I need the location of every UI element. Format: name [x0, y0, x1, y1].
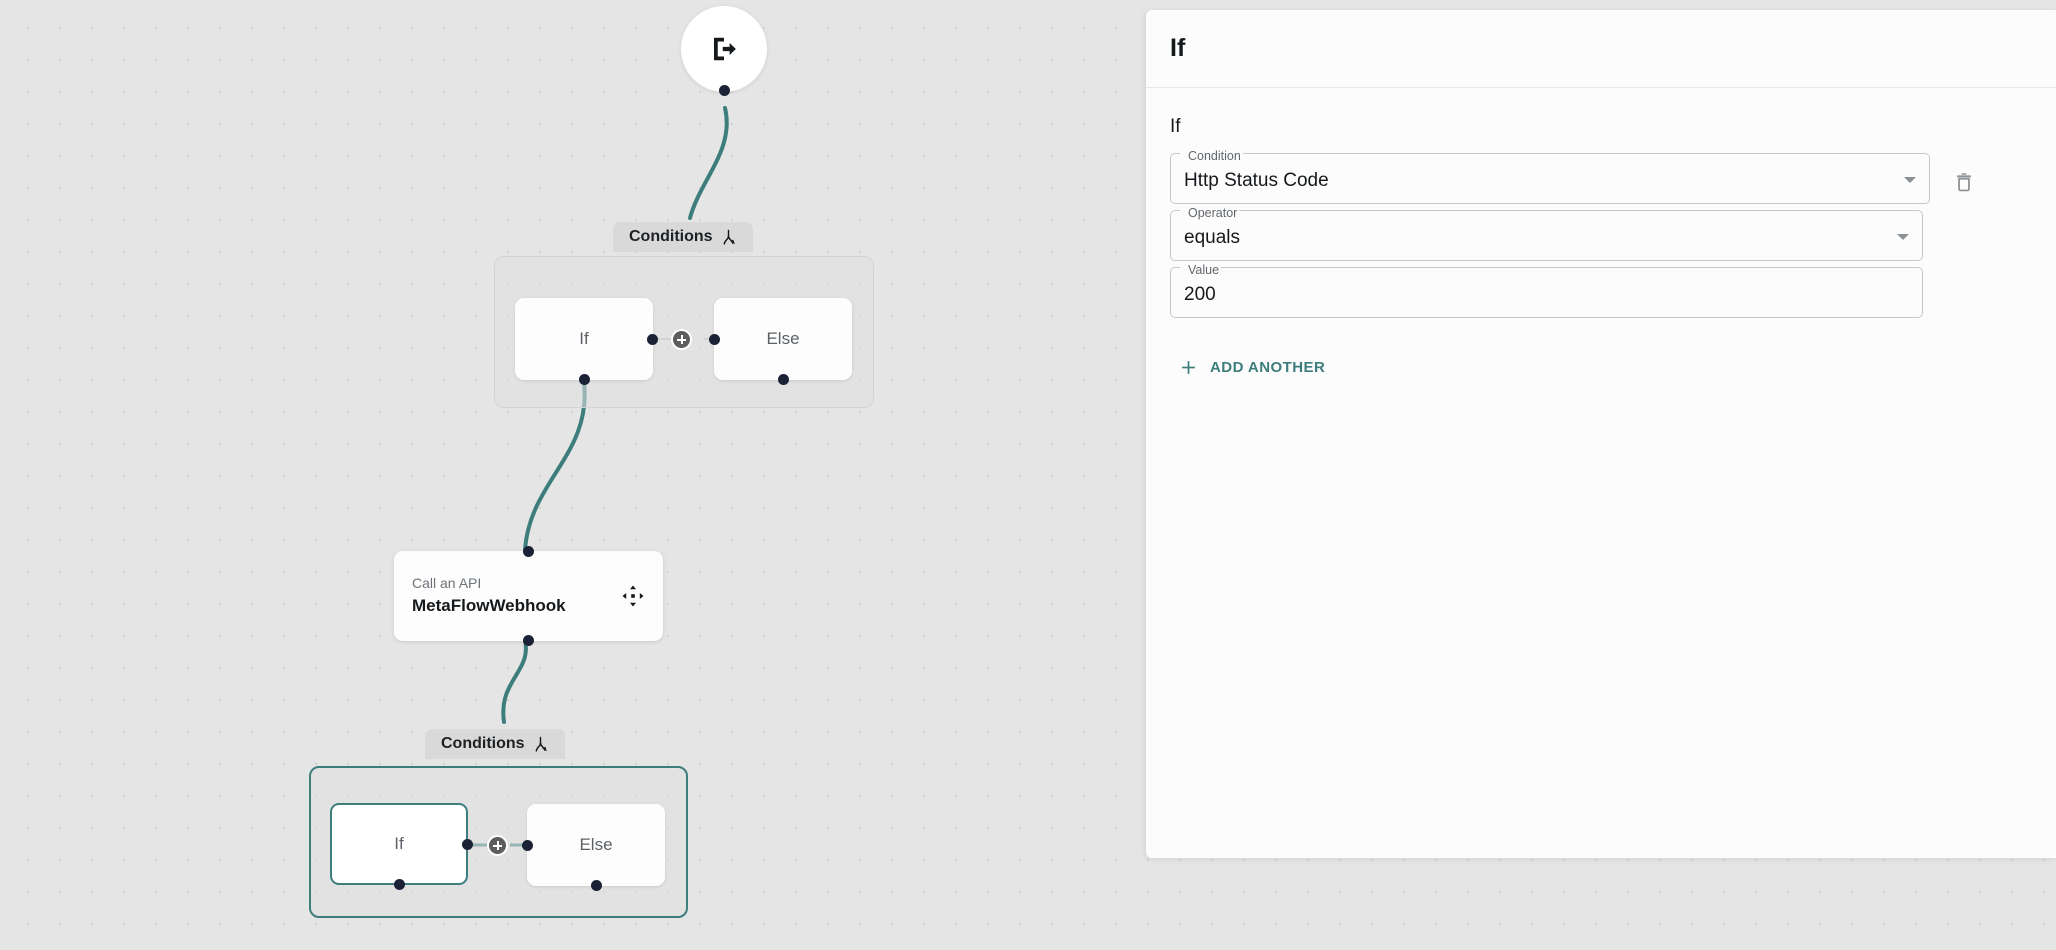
- action-node-input-port[interactable]: [522, 545, 534, 557]
- value-label: Value: [1188, 263, 1220, 277]
- value-text: 200: [1184, 284, 1216, 305]
- condition-select[interactable]: Condition Condition Http Status Code: [1170, 149, 1930, 204]
- move-handle-icon[interactable]: [621, 584, 645, 608]
- branch-if-2-bottom-port[interactable]: [393, 879, 405, 890]
- operator-value: equals: [1184, 227, 1240, 248]
- properties-panel: If If Condition Condition Http Status Co…: [1146, 10, 2056, 858]
- branch-node-label: If: [579, 329, 589, 348]
- branch-node-label: Else: [579, 835, 613, 854]
- section-title: If: [1170, 116, 1181, 137]
- add-branch-button-2[interactable]: [487, 835, 508, 856]
- add-branch-button-1[interactable]: [671, 329, 692, 350]
- condition-label: Condition: [1188, 149, 1241, 163]
- panel-header: If: [1146, 10, 2056, 88]
- operator-outline: Operator: [1170, 210, 1923, 261]
- branch-node-else-2[interactable]: Else: [521, 804, 665, 891]
- branch-split-icon: [723, 229, 735, 245]
- chevron-down-icon[interactable]: [1897, 234, 1909, 240]
- start-node-output-port[interactable]: [719, 85, 730, 96]
- branch-node-else-1[interactable]: Else: [708, 298, 852, 385]
- branch-node-if-2[interactable]: If: [330, 803, 473, 890]
- plus-icon: [1182, 361, 1195, 374]
- exit-arrow-icon: [714, 37, 736, 61]
- group-label-text: Conditions: [441, 735, 525, 752]
- panel-body: If Condition Condition Http Status Code: [1146, 88, 2056, 382]
- branch-node-label: Else: [766, 329, 800, 348]
- add-another-label: ADD ANOTHER: [1210, 359, 1326, 376]
- branch-node-label: If: [394, 834, 404, 853]
- value-outline: Value: [1170, 267, 1923, 318]
- branch-if-1-bottom-port[interactable]: [578, 374, 590, 385]
- value-input[interactable]: Value Value 200: [1170, 263, 1923, 318]
- branch-else-2-bottom-port[interactable]: [590, 880, 602, 891]
- condition-row: Condition Condition Http Status Code: [1170, 149, 2032, 215]
- group-label-conditions-1[interactable]: Conditions: [613, 222, 753, 252]
- condition-value: Http Status Code: [1184, 170, 1329, 191]
- branch-else-1-bottom-port[interactable]: [777, 374, 789, 385]
- branch-else-1-left-port[interactable]: [708, 333, 720, 345]
- branch-split-icon: [535, 736, 547, 752]
- action-node-subtitle: Call an API: [412, 575, 482, 592]
- add-another-button[interactable]: ADD ANOTHER: [1172, 353, 1333, 382]
- group-label-text: Conditions: [629, 228, 713, 245]
- group-label-conditions-2[interactable]: Conditions: [425, 729, 565, 759]
- start-node[interactable]: [681, 6, 767, 96]
- panel-title: If: [1170, 34, 1186, 62]
- operator-label: Operator: [1188, 206, 1238, 220]
- operator-select[interactable]: Operator Operator equals: [1170, 206, 1923, 261]
- action-node-title: MetaFlowWebhook: [412, 596, 566, 616]
- chevron-down-icon[interactable]: [1904, 177, 1916, 183]
- branch-node-if-1[interactable]: If: [515, 298, 658, 385]
- branch-else-2-left-port[interactable]: [521, 839, 533, 851]
- delete-condition-button[interactable]: [1944, 162, 1984, 202]
- branch-if-1-right-port[interactable]: [647, 333, 658, 345]
- trash-icon: [1957, 173, 1971, 192]
- action-node-text: Call an API MetaFlowWebhook: [412, 573, 621, 619]
- action-node-call-an-api[interactable]: Call an API MetaFlowWebhook: [394, 545, 663, 646]
- branch-if-2-right-port[interactable]: [462, 838, 473, 850]
- action-node-output-port[interactable]: [522, 635, 534, 646]
